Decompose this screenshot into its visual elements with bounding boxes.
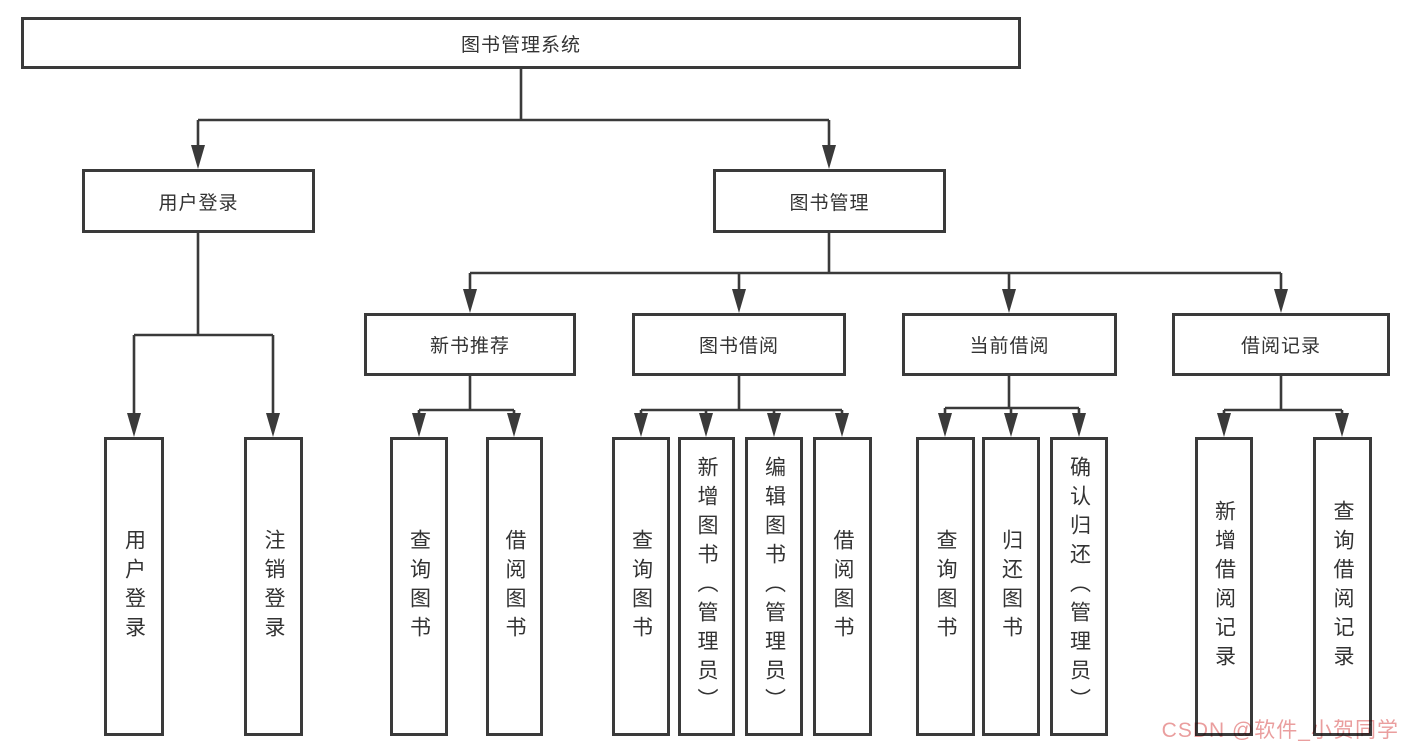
leaf-user-login-label: 用户登录	[122, 528, 146, 645]
leaf-query-books-recommend: 查询图书	[390, 437, 448, 736]
node-new-book-recommend: 新书推荐	[364, 313, 576, 376]
node-root: 图书管理系统	[21, 17, 1021, 69]
leaf-return-books-label: 归还图书	[999, 528, 1023, 645]
leaf-query-books-borrow-label: 查询图书	[629, 528, 653, 645]
leaf-user-login: 用户登录	[104, 437, 164, 736]
node-current-borrowing-label: 当前借阅	[969, 336, 1050, 357]
node-book-management: 图书管理	[713, 169, 946, 233]
node-borrow-records-label: 借阅记录	[1240, 336, 1321, 357]
leaf-edit-books-admin-label: 编辑图书（管理员）	[762, 456, 786, 717]
node-root-label: 图书管理系统	[460, 34, 581, 56]
node-new-book-recommend-label: 新书推荐	[429, 336, 510, 357]
leaf-add-books-admin-label: 新增图书（管理员）	[695, 456, 718, 717]
leaf-query-books-current: 查询图书	[916, 437, 975, 736]
node-book-borrowing-label: 图书借阅	[698, 336, 779, 357]
leaf-add-books-admin: 新增图书（管理员）	[678, 437, 735, 736]
leaf-edit-books-admin: 编辑图书（管理员）	[745, 437, 803, 736]
leaf-confirm-return-admin: 确认归还（管理员）	[1050, 437, 1108, 736]
leaf-return-books: 归还图书	[982, 437, 1040, 736]
leaf-logout: 注销登录	[244, 437, 303, 736]
watermark: CSDN @软件_小贺同学	[1161, 719, 1399, 742]
leaf-borrow-books-recommend: 借阅图书	[486, 437, 543, 736]
leaf-query-books-current-label: 查询图书	[934, 528, 957, 645]
leaf-query-borrow-record-label: 查询借阅记录	[1331, 499, 1354, 674]
leaf-query-books-recommend-label: 查询图书	[407, 528, 431, 645]
leaf-query-books-borrow: 查询图书	[612, 437, 670, 736]
leaf-borrow-books-label: 借阅图书	[831, 528, 854, 645]
leaf-add-borrow-record-label: 新增借阅记录	[1212, 499, 1236, 674]
leaf-query-borrow-record: 查询借阅记录	[1313, 437, 1372, 736]
leaf-add-borrow-record: 新增借阅记录	[1195, 437, 1253, 736]
node-book-management-label: 图书管理	[789, 192, 870, 214]
arrowhead-icons	[127, 145, 1349, 437]
leaf-borrow-books: 借阅图书	[813, 437, 872, 736]
leaf-borrow-books-recommend-label: 借阅图书	[503, 528, 526, 645]
leaf-logout-label: 注销登录	[262, 528, 285, 645]
node-borrow-records: 借阅记录	[1172, 313, 1390, 376]
node-book-borrowing: 图书借阅	[632, 313, 846, 376]
node-current-borrowing: 当前借阅	[902, 313, 1117, 376]
leaf-confirm-return-admin-label: 确认归还（管理员）	[1067, 456, 1091, 717]
node-user-login-label: 用户登录	[158, 192, 239, 214]
node-user-login: 用户登录	[82, 169, 315, 233]
